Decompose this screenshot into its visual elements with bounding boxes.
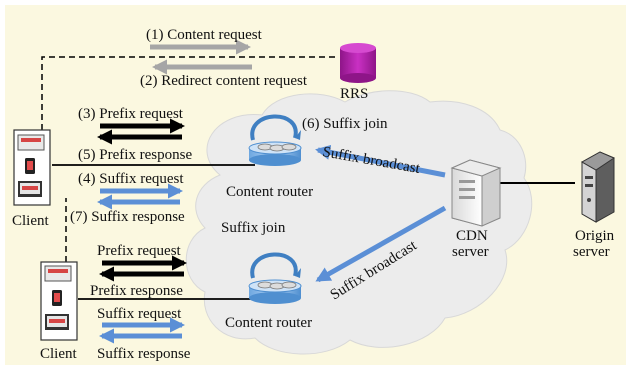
client-devices-icon-2 [40,261,78,341]
suffix-join-label-2: Suffix join [221,220,286,236]
rrs-cylinder-icon [340,43,376,83]
content-router-label-2: Content router [225,315,312,331]
client-devices-icon [13,129,51,206]
suffix-response-label-1: (7) Suffix response [70,209,185,225]
cdn-label-line1: CDN [456,228,488,244]
origin-label-line1: Origin [575,228,615,244]
content-router-icon-2 [248,252,302,304]
client-label-1: Client [12,213,49,229]
content-request-label: (1) Content request [146,27,263,43]
suffix-response-label-2: Suffix response [97,346,191,362]
content-router-icon [248,114,302,166]
prefix-request-label-2: Prefix request [97,243,182,259]
suffix-join-label-1: (6) Suffix join [302,116,388,132]
suffix-broadcast-arrow-2 [315,205,447,283]
suffix-broadcast-arrow-1 [315,144,446,178]
suffix-request-label-2: Suffix request [97,306,182,322]
rrs-label: RRS [340,86,368,102]
content-router-label-1: Content router [226,184,313,200]
redirect-request-label: (2) Redirect content request [140,73,308,89]
origin-label-line2: server [573,244,610,260]
cdn-server-icon [450,159,502,227]
prefix-response-label-1: (5) Prefix response [78,147,192,163]
client-label-2: Client [40,346,77,362]
origin-server-icon [580,151,616,223]
dashed-signal-line [41,56,335,130]
suffix-request-label-1: (4) Suffix request [78,171,184,187]
cdn-label-line2: server [452,244,489,260]
prefix-request-label-1: (3) Prefix request [78,106,184,122]
prefix-response-label-2: Prefix response [90,283,183,299]
